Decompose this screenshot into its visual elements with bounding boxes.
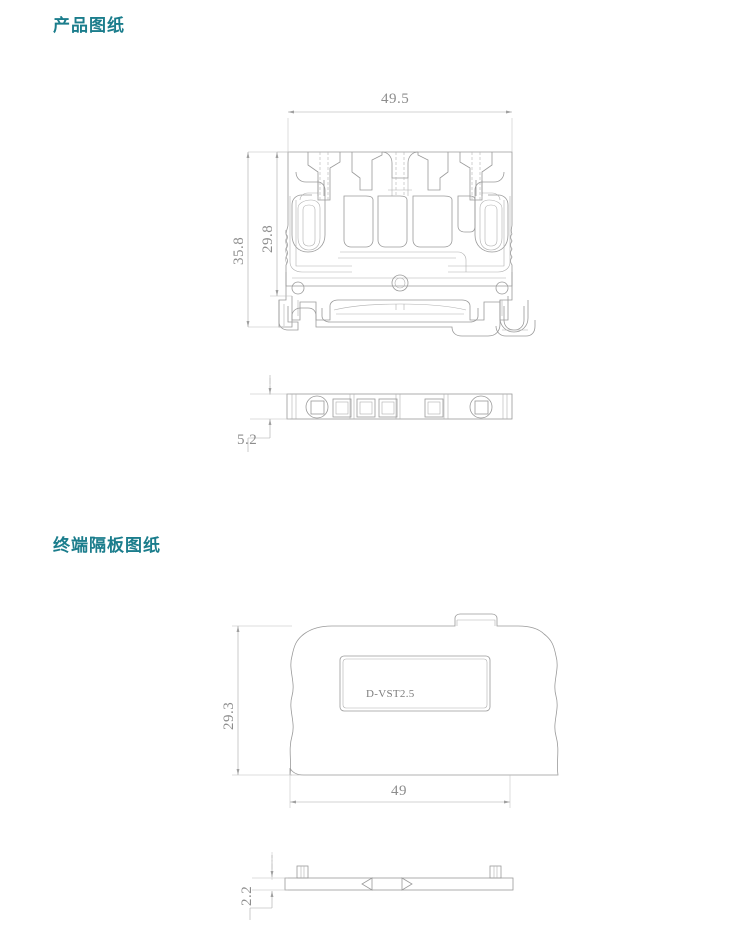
separator-top-view-geometry xyxy=(271,852,514,891)
dimension-label-separator-height: 29.3 xyxy=(221,701,237,730)
separator-front-view-geometry xyxy=(289,613,559,776)
dimension-2-2 xyxy=(249,855,288,920)
dimension-label-separator-thickness: 2.2 xyxy=(239,885,255,906)
front-view-geometry xyxy=(278,151,536,337)
dimension-29-3 xyxy=(232,625,292,776)
dimension-label-width-overall: 49.5 xyxy=(381,91,410,107)
dimension-label-height-body: 29.8 xyxy=(260,224,276,253)
top-view-geometry xyxy=(269,378,513,420)
dimension-49-5 xyxy=(287,110,513,152)
part-number-label: D-VST2.5 xyxy=(366,688,415,700)
section-title-separator-drawing: 终端隔板图纸 xyxy=(53,536,161,556)
dimension-label-height-overall: 35.8 xyxy=(231,236,247,265)
dimension-label-separator-width: 49 xyxy=(391,783,407,799)
section-title-product-drawing: 产品图纸 xyxy=(53,16,125,36)
dimension-label-thickness: 5.2 xyxy=(237,432,258,448)
